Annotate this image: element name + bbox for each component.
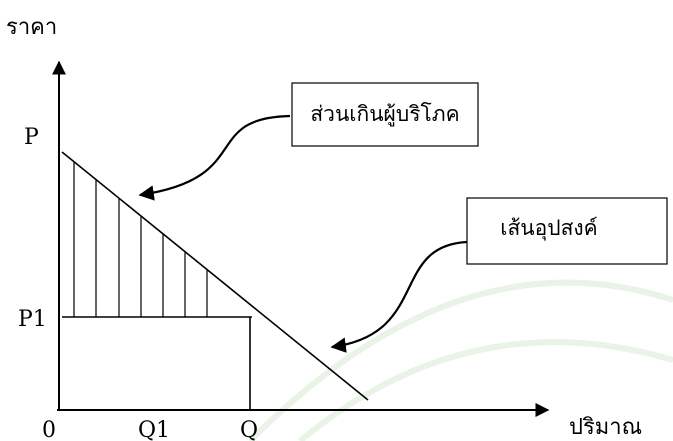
quantity-q1-label: Q1 [138,418,170,441]
demand-curve-arrow [330,240,468,353]
consumer-surplus-hatching [73,162,208,317]
demand-curve-label: เส้นอุปสงค์ [500,216,597,241]
consumer-surplus-box [291,82,479,147]
quantity-q-label: Q [240,418,258,441]
consumer-surplus-arrow [138,114,291,201]
x-axis-label: ปริมาณ [569,415,642,440]
price-p1-label: P1 [18,307,47,332]
y-axis-label: ราคา [6,15,57,40]
watermark [247,279,673,441]
origin-label: 0 [42,418,56,441]
demand-curve-box [466,197,668,265]
price-max-label: P [24,125,39,150]
consumer-surplus-label: ส่วนเกินผู้บริโภค [310,102,459,127]
demand-curve [61,151,369,401]
